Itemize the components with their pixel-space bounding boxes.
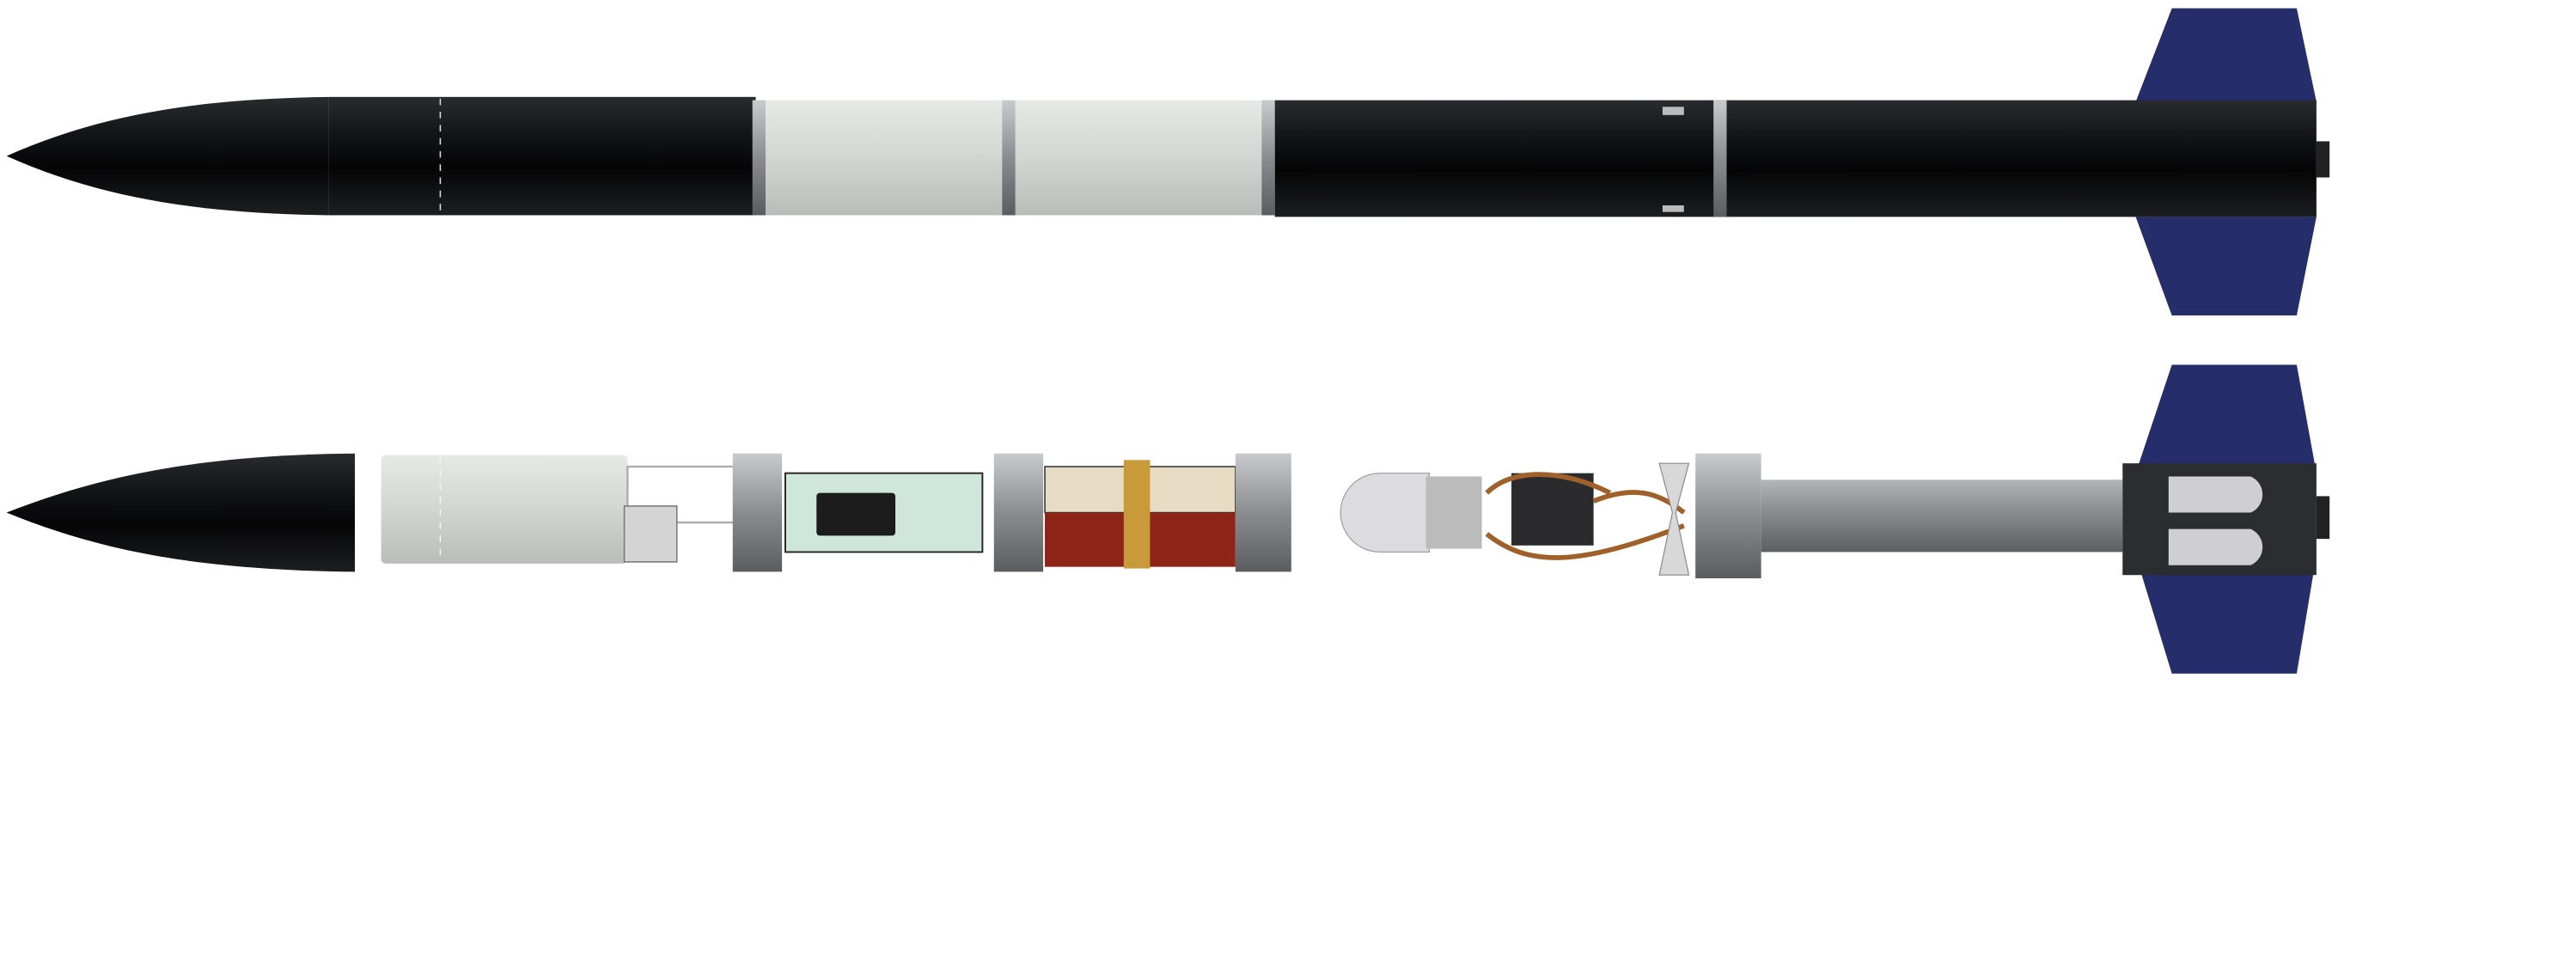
band-4 <box>1713 100 1727 217</box>
fin-bottom-exploded <box>2135 555 2317 674</box>
rail-button-2 <box>1662 205 1684 212</box>
rail-button-1 <box>1662 107 1684 115</box>
motor-casing <box>1761 479 2123 553</box>
exploded-rocket <box>6 364 2330 674</box>
aft-airframe <box>1274 100 2317 217</box>
motor-retainer-exploded <box>2316 496 2330 540</box>
assembled-rocket <box>6 8 2330 316</box>
fin-top <box>2135 8 2317 102</box>
bulkhead-2 <box>993 453 1044 572</box>
band-1 <box>752 100 766 216</box>
payload-mount <box>623 505 678 563</box>
dome-collar <box>1425 476 1482 549</box>
bulkhead-1 <box>732 453 783 572</box>
band-3 <box>1261 100 1275 216</box>
motor-retainer <box>2316 141 2330 178</box>
band-2 <box>1002 100 1016 216</box>
bulkhead-3 <box>1235 453 1291 572</box>
flight-computer <box>816 492 896 536</box>
fin-can-cutouts <box>2168 476 2263 565</box>
harness-strap <box>1123 460 1151 569</box>
engine-dome <box>1340 473 1431 553</box>
payload-tube <box>381 455 628 564</box>
valve-assembly <box>1485 472 1686 560</box>
bulkhead-4 <box>1695 453 1761 579</box>
fin-top-exploded <box>2135 364 2317 473</box>
fin-bottom <box>2135 217 2317 316</box>
nose-cone <box>6 96 329 216</box>
motor-mount-bracket <box>1658 462 1690 576</box>
nose-cone-exploded <box>6 453 355 572</box>
forward-airframe <box>328 96 756 216</box>
